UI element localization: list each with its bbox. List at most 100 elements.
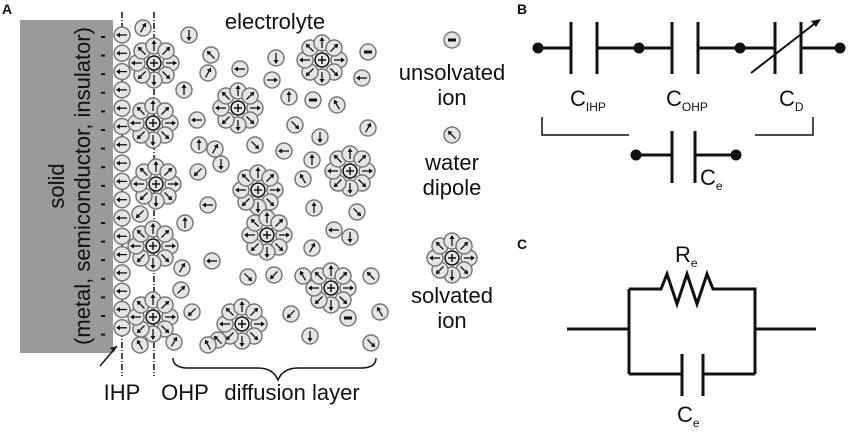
solvated-ion xyxy=(241,209,293,261)
arrow-icon xyxy=(286,313,292,319)
water-dipole xyxy=(165,333,183,351)
arrow-icon xyxy=(247,276,253,282)
water-dipole xyxy=(199,336,217,354)
arrow-icon xyxy=(150,100,156,104)
arrow-icon xyxy=(136,339,142,345)
water-dipole xyxy=(113,172,131,191)
water-dipole xyxy=(176,214,194,232)
arrow-icon xyxy=(167,195,173,201)
water-dipole xyxy=(113,81,131,99)
water-dipole xyxy=(267,49,285,67)
arrow-icon xyxy=(137,74,143,80)
arrow-icon xyxy=(219,321,223,327)
arrow-icon xyxy=(150,265,156,269)
cation xyxy=(148,176,164,192)
water-dipole xyxy=(199,196,217,214)
water-dipole xyxy=(294,267,312,285)
arrow-icon xyxy=(471,255,475,261)
plus-icon xyxy=(152,180,160,188)
c-ihp-label: CIHP xyxy=(570,86,606,114)
arrow-icon xyxy=(286,91,292,95)
arrow-icon xyxy=(116,197,120,203)
arrow-icon xyxy=(130,243,134,249)
water-dipole xyxy=(325,221,343,239)
solvated-ion xyxy=(127,97,179,149)
arrow-icon xyxy=(235,85,241,89)
minus-icon xyxy=(364,50,372,54)
arrow-icon xyxy=(116,32,120,38)
water-dipole xyxy=(353,150,371,168)
equivalence-bracket xyxy=(541,117,814,136)
arrow-icon xyxy=(435,241,441,247)
arrow-icon xyxy=(449,235,455,239)
arrow-icon xyxy=(333,99,339,105)
anion xyxy=(304,91,322,109)
legend-solvated-label: solvated xyxy=(411,283,493,308)
arrow-icon xyxy=(116,270,120,276)
arrow-icon xyxy=(151,82,157,86)
panel-a-label: A xyxy=(2,1,12,17)
arrow-icon xyxy=(136,300,142,306)
solid-label: solid xyxy=(44,163,69,208)
solvated-ion xyxy=(127,291,179,343)
arrow-icon xyxy=(175,181,179,187)
water-dipole xyxy=(341,228,359,246)
cation xyxy=(146,55,162,71)
water-dipole xyxy=(362,334,380,352)
arrow-icon xyxy=(463,269,469,275)
electrolyte-label-bg xyxy=(220,8,330,34)
minus-icon xyxy=(309,98,317,102)
water-dipole xyxy=(282,305,300,323)
arrow-icon xyxy=(213,143,219,149)
arrow-icon xyxy=(136,257,142,263)
plus-icon xyxy=(149,119,157,127)
cation xyxy=(259,227,275,243)
cation xyxy=(250,182,266,198)
plus-icon xyxy=(150,59,158,67)
negative-charge xyxy=(101,277,105,280)
solid-electrode xyxy=(20,20,113,353)
arrow-icon xyxy=(133,181,137,187)
arrow-icon xyxy=(167,167,173,173)
plus-icon xyxy=(149,242,157,250)
arrow-icon xyxy=(130,314,134,320)
water-dipole xyxy=(156,296,174,314)
water-dipole xyxy=(371,303,389,321)
water-dipole xyxy=(199,64,217,82)
arrow-icon xyxy=(269,201,275,207)
legend-water-label-2: dipole xyxy=(423,175,482,200)
arrow-icon xyxy=(255,167,261,171)
arrow-icon xyxy=(131,60,135,66)
arrow-icon xyxy=(187,311,193,317)
arrow-icon xyxy=(173,60,177,66)
arrow-icon xyxy=(310,242,316,248)
c-ohp-label: COHP xyxy=(666,86,708,114)
arrow-icon xyxy=(215,105,219,111)
water-dipole xyxy=(275,142,293,160)
arrow-icon xyxy=(164,257,170,263)
legend-water-label: water xyxy=(424,150,479,175)
minus-icon xyxy=(344,316,352,320)
water-dipole xyxy=(113,62,131,81)
anion xyxy=(443,31,461,49)
arrow-icon xyxy=(254,144,260,150)
arrow-icon xyxy=(249,91,255,97)
arrow-icon xyxy=(241,201,247,207)
water-dipole xyxy=(157,42,175,60)
arrow-icon xyxy=(376,306,382,312)
water-dipole xyxy=(362,267,380,285)
solvated-ion xyxy=(324,145,376,197)
cation xyxy=(145,115,161,131)
water-dipole xyxy=(113,227,131,246)
solvated-ion xyxy=(212,82,264,134)
negative-charge xyxy=(101,333,105,336)
plus-icon xyxy=(254,186,262,194)
water-dipole xyxy=(131,205,149,223)
arrow-icon xyxy=(277,187,281,193)
arrow-icon xyxy=(164,328,170,334)
arrow-icon xyxy=(116,160,120,166)
arrow-icon xyxy=(269,173,275,179)
arrow-icon xyxy=(274,77,278,83)
water-dipole xyxy=(189,163,207,181)
